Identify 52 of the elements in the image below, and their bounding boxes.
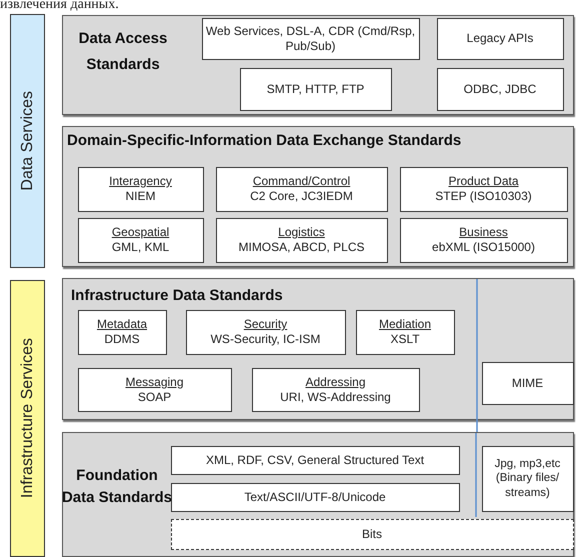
- panel-heading: Foundation Data Standards: [61, 466, 173, 508]
- standard-box: SMTP, HTTP, FTP: [240, 68, 392, 110]
- category-title: Mediation: [378, 317, 432, 332]
- category-title: Metadata: [96, 317, 148, 332]
- standard-names: ebXML (ISO15000): [432, 240, 535, 255]
- standard-box: XML, RDF, CSV, General Structured Text: [170, 446, 460, 474]
- standard-names: MIMOSA, ABCD, PLCS: [238, 240, 365, 255]
- category-title: Logistics: [278, 225, 325, 240]
- category-title: Messaging: [125, 374, 184, 390]
- standard-box: Web Services, DSL-A, CDR (Cmd/Rsp, Pub/Sub): [202, 18, 420, 60]
- standard-names: C2 Core, JC3IEDM: [250, 189, 353, 204]
- standard-box: MIME: [482, 362, 574, 404]
- standard-box: Text/ASCII/UTF-8/Unicode: [170, 482, 460, 512]
- standard-card: [78, 368, 232, 412]
- category-title: Security: [244, 317, 288, 332]
- panel-heading: Data Access Standards: [78, 29, 168, 76]
- standard-card: [356, 310, 454, 354]
- standard-names: URI, WS-Addressing: [280, 390, 391, 404]
- standard-card: [400, 218, 568, 262]
- standard-names: XSLT: [390, 332, 420, 347]
- standards-panel: [62, 126, 574, 267]
- standard-card: [78, 218, 204, 262]
- standard-names: DDMS: [104, 332, 140, 347]
- standard-card: [78, 310, 166, 354]
- caption-text: извлечения данных.: [0, 0, 119, 13]
- category-title: Command/Control: [252, 174, 350, 189]
- standard-names: GML, KML: [112, 240, 170, 255]
- panel-heading: Domain-Specific-Information Data Exchange Standards: [67, 132, 462, 150]
- standard-card: [216, 218, 388, 262]
- standard-box: ODBC, JDBC: [436, 68, 564, 110]
- standard-names: STEP (ISO10303): [435, 189, 532, 204]
- category-title: Interagency: [109, 174, 172, 189]
- standards-panel: [62, 432, 574, 557]
- standard-box: Bits: [170, 518, 574, 550]
- standard-card: [400, 166, 568, 212]
- service-layer-band: Data Services: [10, 14, 45, 268]
- standards-panel: [62, 15, 574, 115]
- category-title: Geospatial: [112, 225, 170, 240]
- category-title: Product Data: [448, 174, 519, 189]
- standard-names: NIEM: [126, 189, 156, 204]
- standard-card: [252, 368, 420, 412]
- standard-card: [216, 166, 388, 212]
- standard-card: [78, 166, 204, 212]
- panel-heading: Infrastructure Data Standards: [71, 287, 284, 305]
- standard-box: Legacy APIs: [436, 18, 564, 60]
- service-layer-band: Infrastructure Services: [10, 280, 45, 557]
- standard-box: Jpg, mp3,etc (Binary files/ streams): [482, 446, 574, 512]
- standard-names: WS-Security, IC-ISM: [210, 332, 320, 347]
- category-title: Addressing: [305, 374, 366, 390]
- category-title: Business: [459, 225, 508, 240]
- standard-card: [186, 310, 346, 354]
- standard-names: SOAP: [138, 390, 172, 404]
